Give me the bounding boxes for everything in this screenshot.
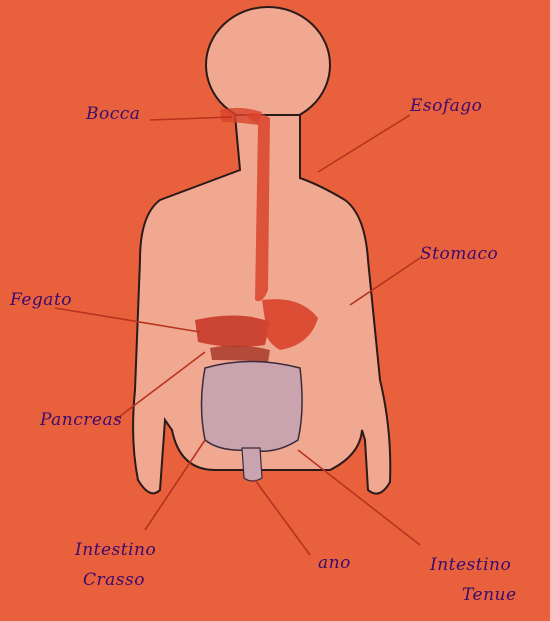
label-esofago: Esofago — [410, 96, 482, 116]
label-stomaco: Stomaco — [420, 244, 498, 264]
label-bocca: Bocca — [86, 104, 140, 124]
intestine — [202, 362, 303, 452]
label-intestino-tenue-line2: Tenue — [430, 580, 517, 610]
label-intestino-crasso: Intestino Crasso — [75, 535, 156, 595]
label-ano: ano — [318, 553, 351, 573]
leader-bocca — [150, 117, 232, 120]
label-intestino-tenue-line1: Intestino — [430, 550, 517, 580]
liver — [195, 315, 270, 346]
leader-intestino-tenue — [298, 450, 420, 545]
label-pancreas: Pancreas — [40, 410, 122, 430]
label-intestino-tenue: Intestino Tenue — [430, 550, 517, 610]
leader-ano — [255, 480, 310, 555]
rectum — [242, 448, 262, 481]
label-intestino-crasso-line2: Crasso — [75, 565, 156, 595]
label-intestino-crasso-line1: Intestino — [75, 535, 156, 565]
head — [206, 7, 330, 123]
label-fegato: Fegato — [10, 290, 72, 310]
leader-esofago — [318, 115, 410, 172]
